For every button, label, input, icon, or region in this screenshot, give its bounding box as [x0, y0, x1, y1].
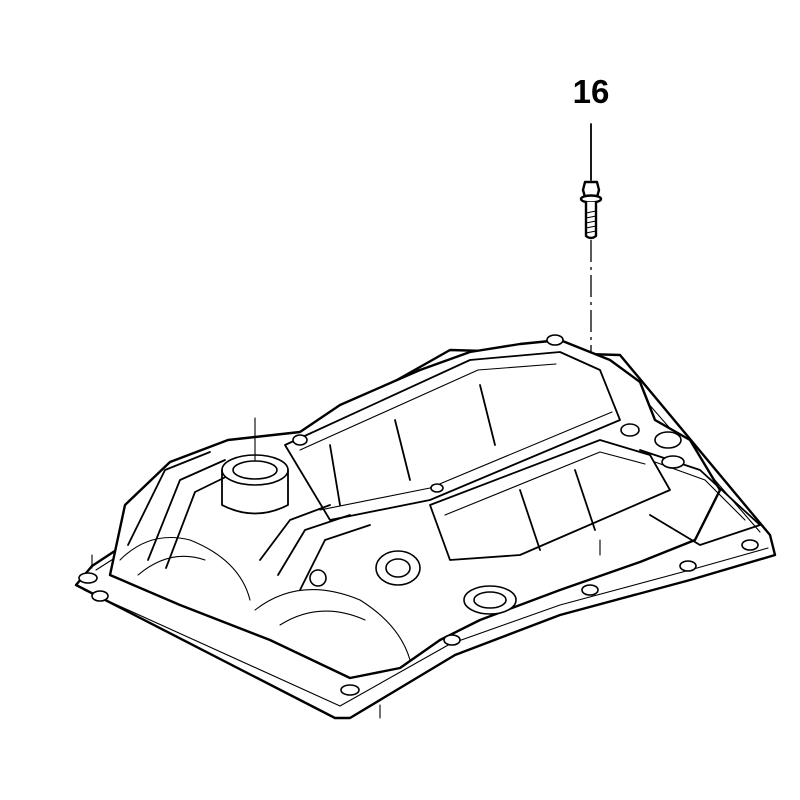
cover-body: [74, 334, 777, 720]
bolt-icon: [579, 180, 603, 240]
callout-number-16: 16: [572, 73, 610, 110]
